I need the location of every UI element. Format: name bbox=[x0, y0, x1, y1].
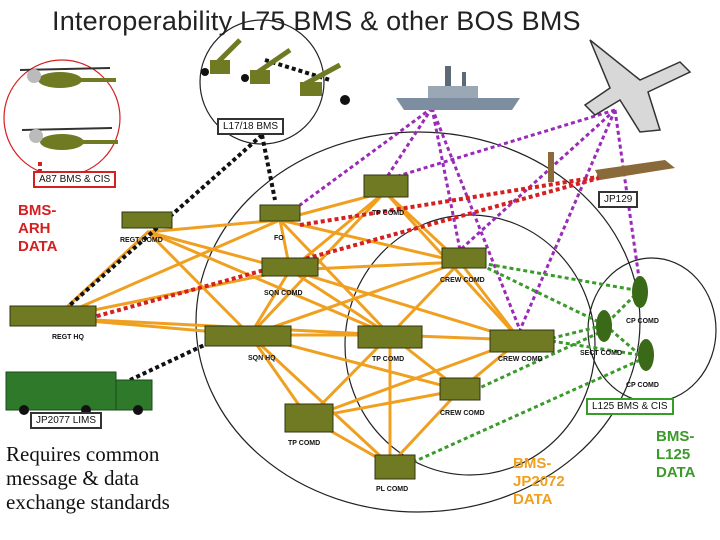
green-links bbox=[399, 260, 642, 470]
crew-comd-top-vehicle-icon bbox=[441, 247, 487, 269]
regt-comd-vehicle-icon bbox=[121, 211, 173, 229]
unit-crew-comd-top: CREW COMD bbox=[440, 277, 485, 284]
artillery-icon bbox=[201, 38, 350, 105]
unit-crew-comd-mid: CREW COMD bbox=[498, 356, 543, 363]
standards-note: Requires common message & data exchange … bbox=[6, 442, 170, 514]
helicopter-icon bbox=[19, 67, 116, 88]
sqn-comd-tank-icon bbox=[261, 257, 319, 277]
bms-jp2072-data-label: BMS- JP2072 DATA bbox=[513, 455, 565, 508]
l125-box-label: L125 BMS & CIS bbox=[586, 398, 674, 415]
page-title: Interoperability L75 BMS & other BOS BMS bbox=[52, 6, 581, 36]
jp129-label: JP129 bbox=[598, 191, 639, 208]
unit-sqn-hq: SQN HQ bbox=[248, 355, 276, 362]
cp-comd-bot-soldier-icon bbox=[638, 339, 654, 371]
unit-tp-comd-bot: TP COMD bbox=[288, 440, 321, 447]
unit-cp-comd-bot: CP COMD bbox=[626, 382, 659, 389]
unit-pl-comd: PL COMD bbox=[376, 486, 409, 493]
tp-comd-tank-icon bbox=[357, 325, 423, 349]
unit-cp-comd-top: CP COMD bbox=[626, 318, 659, 325]
unit-sect-comd: SECT COMD bbox=[580, 350, 622, 357]
cp-comd-top-soldier-icon bbox=[632, 276, 648, 308]
unit-regt-comd: REGT COMD bbox=[120, 237, 163, 244]
purple-links bbox=[299, 106, 642, 331]
unit-crew-comd-bot: CREW COMD bbox=[440, 410, 485, 417]
tp-comd-bot-vehicle-icon bbox=[284, 403, 334, 433]
sqn-hq-vehicle-icon bbox=[204, 325, 292, 347]
unit-tp-comd-mid: TP COMD bbox=[372, 356, 405, 363]
soldier-icons bbox=[596, 276, 654, 371]
jp2077-label: JP2077 LIMS bbox=[30, 412, 103, 429]
tp-comd-top-vehicle-icon bbox=[363, 174, 409, 198]
l75-bms-ellipse bbox=[195, 131, 641, 513]
jet-icon bbox=[583, 39, 692, 133]
bms-l125-data-label: BMS- L125 DATA bbox=[656, 428, 696, 481]
regt-hq-vehicle-icon bbox=[9, 305, 97, 327]
a87-label: A87 BMS & CIS bbox=[33, 171, 117, 188]
sect-comd-soldier-icon bbox=[596, 310, 612, 342]
crew-comd-tank-icon bbox=[489, 329, 555, 353]
unit-regt-hq: REGT HQ bbox=[52, 334, 84, 341]
uav-icon bbox=[548, 152, 675, 182]
unit-sqn-comd: SQN COMD bbox=[264, 290, 303, 297]
fo-vehicle-icon bbox=[259, 204, 301, 222]
vehicle-icons bbox=[9, 174, 555, 480]
ship-icon bbox=[396, 66, 520, 110]
helicopter-icon bbox=[21, 127, 118, 150]
unit-fo: FO bbox=[274, 235, 284, 242]
crew-comd-bot-vehicle-icon bbox=[439, 377, 481, 401]
l1718-label: L17/18 BMS bbox=[217, 118, 285, 135]
bms-arh-data-label: BMS- ARH DATA bbox=[18, 202, 58, 255]
pl-comd-vehicle-icon bbox=[374, 454, 416, 480]
unit-tp-comd-top: TP COMD bbox=[372, 210, 405, 217]
